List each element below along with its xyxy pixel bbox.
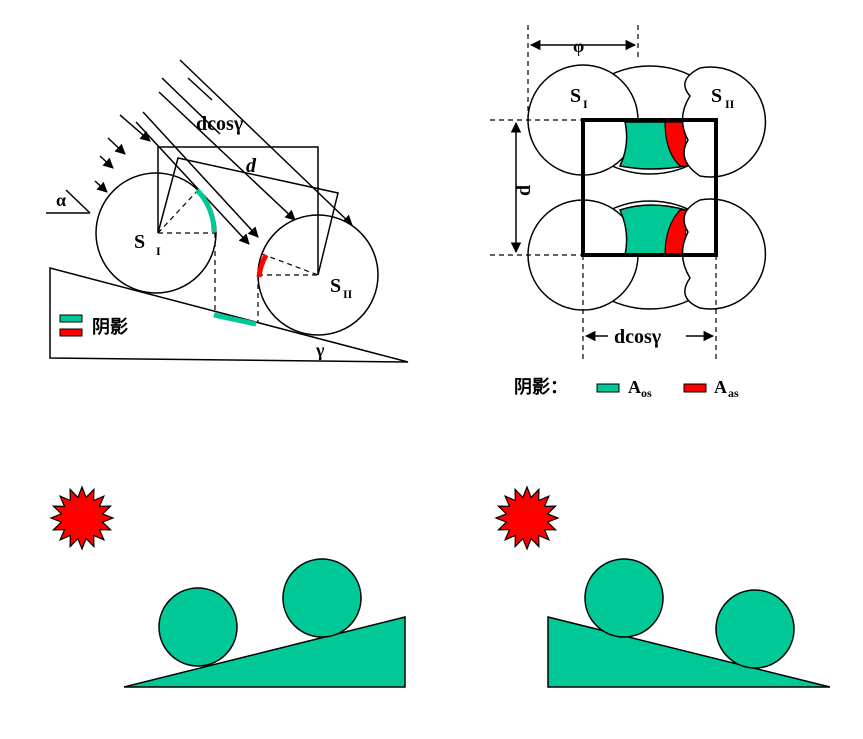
ball-right-high (584, 558, 664, 638)
scene-uphill (49, 485, 406, 688)
top-legend-prefix: 阴影： (514, 377, 568, 398)
top-s1-sub-label: I (583, 97, 588, 111)
top-dcos-label: dcosγ (614, 326, 662, 348)
shadow-ground-green (213, 312, 257, 327)
d-label: d (246, 155, 257, 177)
cell-square (581, 118, 718, 257)
alpha-angle-line (65, 189, 91, 214)
sun-rays (94, 59, 353, 245)
top-s1-label: S (570, 85, 581, 107)
legend-aos-swatch (596, 383, 620, 393)
slope-triangle (49, 267, 409, 363)
legend-shadow-label: 阴影 (92, 317, 128, 338)
sphere-s1 (95, 172, 217, 294)
ball-right-low (715, 589, 795, 669)
dcos-frame (157, 146, 319, 275)
gamma-label: γ (315, 340, 325, 360)
sphere-s2-bottom (681, 198, 767, 310)
legend-aos-sub-label: os (641, 386, 652, 400)
legend-red-swatch (59, 328, 83, 337)
legend-aos-label: A (628, 377, 641, 397)
shadow-arc-green (195, 188, 217, 233)
side-view-diagram: α (46, 59, 409, 363)
sun-starburst-icon (494, 485, 560, 551)
s1-label: S (134, 231, 145, 253)
top-view-diagram: φ S I S II d (490, 25, 767, 400)
top-s2-sub-label: II (725, 97, 735, 111)
s1-sub-label: I (156, 244, 161, 258)
phi-label: φ (573, 36, 584, 56)
s2-sub-label: II (343, 287, 353, 301)
sphere-s2-top (681, 66, 767, 178)
top-s2-label: S (711, 85, 722, 107)
legend-aas-swatch (683, 383, 707, 393)
shadow-arc-red (256, 253, 269, 278)
legend-green-swatch (59, 314, 83, 323)
construction-dashes (157, 187, 319, 322)
sun-starburst-icon (49, 485, 115, 551)
ball-left-low (158, 587, 238, 667)
d-frame (157, 157, 339, 276)
legend-aas-sub-label: as (728, 386, 739, 400)
ball-left-high (282, 558, 362, 638)
s2-label: S (330, 275, 341, 297)
scene-downhill (494, 485, 831, 688)
top-d-label: d (513, 185, 535, 196)
alpha-label: α (56, 190, 66, 210)
dcos-label: dcosγ (196, 113, 244, 135)
legend-aas-label: A (714, 377, 727, 397)
